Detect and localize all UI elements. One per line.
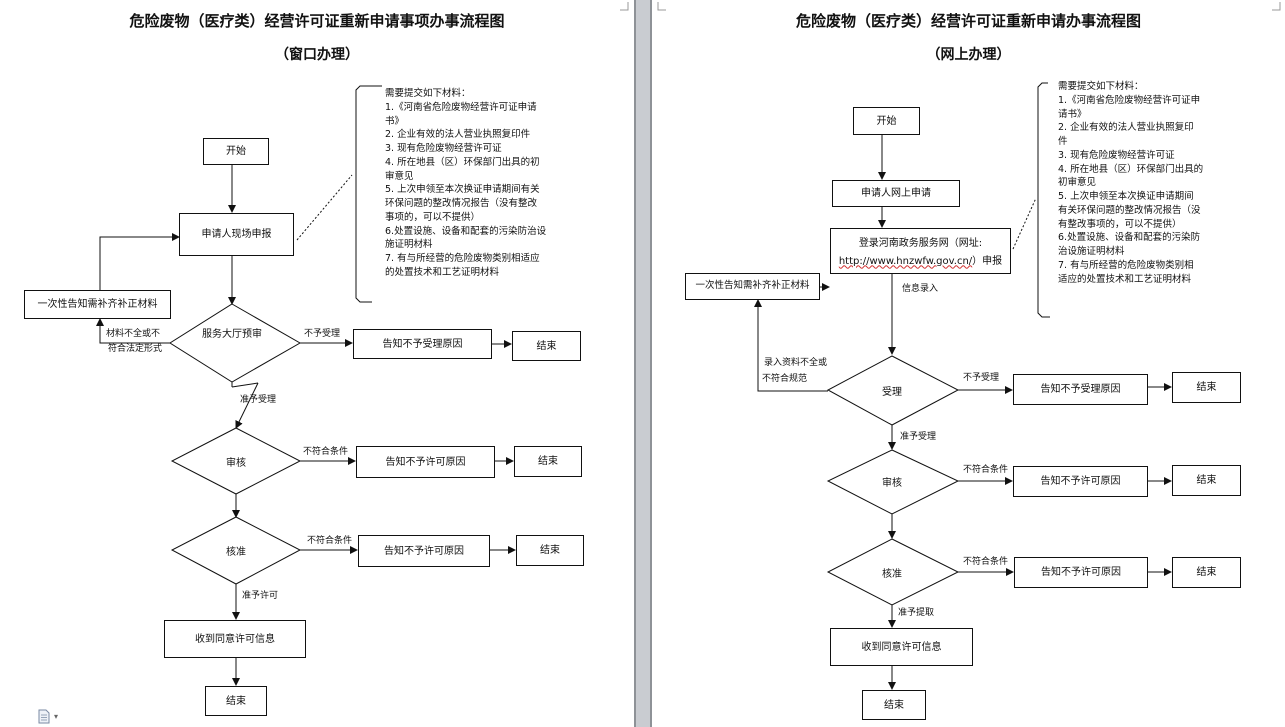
left-reject-notice-box: 告知不予受理原因	[353, 329, 492, 359]
right-subtitle: （网上办理）	[926, 47, 1011, 63]
right-receive-box: 收到同意许可信息	[830, 628, 973, 666]
right-permit-label: 准予提取	[898, 608, 935, 618]
right-materials-line: 3. 现有危险废物经营许可证	[1058, 149, 1175, 161]
right-supplement-box: 一次性告知需补齐补正材料	[685, 273, 820, 300]
right-not-accept-label: 不予受理	[963, 373, 1000, 383]
left-materials-heading: 需要提交如下材料：	[385, 88, 471, 99]
right-approve-notice-box: 告知不予许可原因	[1014, 557, 1148, 588]
left-materials-line: 5. 上次申领至本次换证申请期间有关	[385, 184, 540, 196]
right-review-notice-box: 告知不予许可原因	[1013, 466, 1148, 497]
right-login-url-link[interactable]: http://www.hnzwfw.gov.cn/	[838, 255, 973, 267]
right-apply-box: 申请人网上申请	[832, 180, 960, 207]
right-incomplete-label-1: 录入资料不全或	[764, 358, 828, 368]
right-info-entry-label: 信息录入	[902, 284, 939, 294]
right-end-node-final: 结束	[862, 690, 926, 720]
right-materials-line: 5. 上次申领至本次换证申请期间	[1058, 191, 1194, 203]
right-materials-line: 请书》	[1058, 108, 1087, 120]
left-start-node: 开始	[203, 138, 269, 165]
right-end-node-2: 结束	[1172, 465, 1241, 496]
left-materials-line: 4. 所在地县（区）环保部门出具的初	[385, 156, 540, 168]
right-login-box[interactable]: 登录河南政务服务网（网址: http://www.hnzwfw.gov.cn/）…	[830, 228, 1011, 274]
left-apply-box: 申请人现场申报	[179, 213, 294, 256]
left-materials-line: 书》	[385, 115, 405, 127]
left-end-node-final: 结束	[205, 686, 267, 716]
left-materials-note: 需要提交如下材料： 1.《河南省危险废物经营许可证申请 书》 2. 企业有效的法…	[385, 87, 575, 280]
left-materials-line: 3. 现有危险废物经营许可证	[385, 143, 502, 155]
right-materials-line: 2. 企业有效的法人营业执照复印	[1058, 122, 1194, 134]
left-materials-line: 2. 企业有效的法人营业执照复印件	[385, 129, 531, 141]
right-materials-line: 有整改事项的，可以不提供）	[1058, 218, 1182, 230]
left-materials-line: 环保问题的整改情况报告（没有整改	[385, 198, 538, 210]
left-subtitle: （窗口办理）	[275, 47, 359, 63]
right-review-diamond: 审核	[882, 478, 902, 489]
right-materials-line: 初审意见	[1058, 177, 1097, 189]
left-title: 危险废物（医疗类）经营许可证重新申请事项办事流程图	[129, 12, 505, 30]
page-gutter	[634, 0, 652, 727]
right-incomplete-label-2: 不符合规范	[762, 374, 808, 384]
left-review-notice-box: 告知不予许可原因	[356, 446, 495, 478]
right-end-node-3: 结束	[1172, 557, 1241, 588]
right-materials-line: 有关环保问题的整改情况报告（没	[1058, 204, 1201, 216]
right-materials-line: 件	[1058, 136, 1068, 148]
left-supplement-box: 一次性告知需补齐补正材料	[24, 290, 171, 319]
page-corner-mark-icon	[657, 2, 666, 11]
right-not-meet-label-2: 不符合条件	[963, 557, 1009, 567]
chevron-down-icon[interactable]: ▾	[54, 712, 59, 721]
left-materials-line: 的处置技术和工艺证明材料	[385, 266, 500, 278]
left-materials-line: 审意见	[385, 170, 414, 182]
left-prereview-diamond: 服务大厅预审	[202, 329, 262, 340]
left-materials-line: 6.处置设施、设备和配套的污染防治设	[385, 225, 547, 237]
left-approve-notice-box: 告知不予许可原因	[358, 535, 490, 567]
left-flow-lines	[96, 85, 516, 686]
left-materials-line: 7. 有与所经营的危险废物类别相适应	[385, 253, 540, 265]
left-end-node-1: 结束	[512, 331, 581, 361]
right-not-meet-label-1: 不符合条件	[963, 465, 1009, 475]
right-accept-label: 准予受理	[900, 432, 937, 442]
left-review-diamond: 审核	[226, 458, 246, 469]
right-login-suffix: ）申报	[972, 255, 1003, 267]
right-materials-line: 4. 所在地县（区）环保部门出具的	[1058, 163, 1204, 175]
right-materials-line: 6.处置设施、设备和配套的污染防	[1058, 232, 1201, 244]
right-flow-lines	[754, 82, 1172, 690]
left-materials-line: 1.《河南省危险废物经营许可证申请	[385, 101, 537, 113]
left-approve-diamond: 核准	[226, 547, 246, 558]
right-end-node-1: 结束	[1172, 372, 1241, 403]
right-title: 危险废物（医疗类）经营许可证重新申请办事流程图	[795, 12, 1141, 30]
right-accept-diamond: 受理	[882, 387, 902, 398]
left-not-meet-label-1: 不符合条件	[303, 447, 349, 457]
right-page: 危险废物（医疗类）经营许可证重新申请办事流程图 （网上办理）	[652, 0, 1285, 727]
left-not-meet-label-2: 不符合条件	[307, 536, 353, 546]
right-materials-line: 1.《河南省危险废物经营许可证申	[1058, 94, 1201, 106]
page-corner-mark-icon	[620, 2, 629, 11]
left-materials-line: 事项的，可以不提供）	[385, 211, 481, 223]
left-incomplete-label-2: 符合法定形式	[108, 344, 163, 354]
right-materials-line: 适应的处置技术和工艺证明材料	[1058, 273, 1192, 285]
left-page: 危险废物（医疗类）经营许可证重新申请事项办事流程图 （窗口办理）	[0, 0, 634, 727]
right-materials-line: 治设施证明材料	[1058, 246, 1125, 258]
right-materials-note: 需要提交如下材料： 1.《河南省危险废物经营许可证申 请书》 2. 企业有效的法…	[1058, 80, 1228, 286]
left-end-node-3: 结束	[516, 535, 584, 566]
page-corner-mark-icon	[1272, 2, 1281, 11]
left-not-accept-label: 不予受理	[304, 329, 341, 339]
right-start-node: 开始	[853, 107, 920, 135]
left-incomplete-label-1: 材料不全或不	[106, 329, 161, 339]
right-approve-diamond: 核准	[882, 569, 902, 580]
left-end-node-2: 结束	[514, 446, 582, 477]
right-materials-heading: 需要提交如下材料：	[1058, 81, 1144, 92]
left-permit-label: 准予许可	[242, 591, 279, 601]
left-receive-box: 收到同意许可信息	[164, 620, 306, 658]
right-login-text: 登录河南政务服务网（网址:	[858, 238, 983, 249]
right-materials-line: 7. 有与所经营的危险废物类别相	[1058, 259, 1194, 271]
left-materials-line: 施证明材料	[385, 239, 433, 251]
right-reject-notice-box: 告知不予受理原因	[1013, 374, 1148, 405]
left-accept-label: 准予受理	[240, 395, 277, 405]
document-icon[interactable]	[38, 709, 50, 724]
